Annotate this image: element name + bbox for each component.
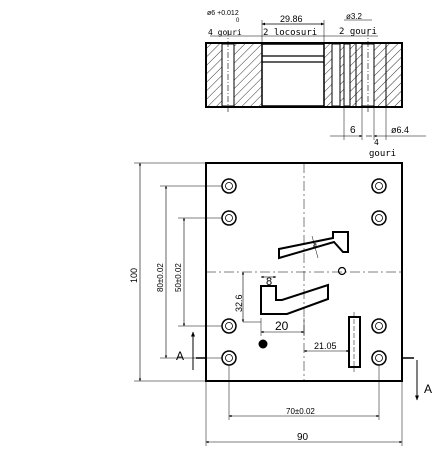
dim-29-86: 29.86 [280,14,303,24]
vertical-slot [348,316,361,368]
hole-bottom-left [221,350,237,366]
hole-lower-right [371,318,387,334]
dim-50: 50±0.02 [174,263,183,292]
top-hole-right-a [331,43,341,107]
two-slots-label: 2 locosuri [263,28,317,38]
dim-32-6: 32.6 [234,294,244,312]
dim-6: 6 [350,125,356,136]
section-label-right: A [424,382,432,396]
dim-diam-3-2: ø3.2 [346,12,363,21]
top-hole-right-b [343,43,351,107]
pin-hole-bottom [258,339,268,349]
hole-upper-left [221,210,237,226]
hole-inner [375,354,383,362]
dim-80: 80±0.02 [156,263,165,292]
four-holes-label: 4 gouri [208,28,242,37]
hole-lower-left [221,318,237,334]
angled-slot-upper [278,231,349,260]
hole-top-right [371,178,387,194]
dim-diam-6-4: ø6.4 [391,125,409,135]
hole-inner [375,214,383,222]
four-holes-bottom-word: gouri [369,149,396,159]
two-holes-label: 2 gouri [339,27,377,37]
top-center-pocket [261,43,325,107]
section-label-left: A [176,349,184,363]
pin-hole-center [337,266,347,276]
hole-top-left [221,178,237,194]
dim-90: 90 [297,432,309,443]
hole-upper-right [371,210,387,226]
top-section-view: ø6 +0.012 0 4 gouri 29.86 2 locosuri ø3.… [205,10,426,159]
dim-8: 8 [266,276,272,288]
angle-mark: a [313,242,317,249]
dim-21-05: 21.05 [314,341,337,351]
hole-inner [225,322,233,330]
dim-100: 100 [129,268,139,283]
hole-tolerance-label: ø6 +0.012 [207,10,239,17]
hole-inner [225,214,233,222]
front-view: a 8 32.6 20 21.05 100 80±0.02 50±0.02 [129,162,432,446]
hole-inner [375,322,383,330]
hole-inner [375,182,383,190]
hole-tolerance-zero: 0 [236,18,240,24]
four-holes-bottom-num: 4 [374,138,379,147]
top-view-outline [205,42,403,108]
dim-70: 70±0.02 [286,407,315,416]
hole-inner [225,354,233,362]
hole-bottom-right [371,350,387,366]
dim-20: 20 [275,319,289,333]
angle-leader [311,235,319,259]
hole-inner [225,182,233,190]
angled-slot-lower [260,283,329,315]
